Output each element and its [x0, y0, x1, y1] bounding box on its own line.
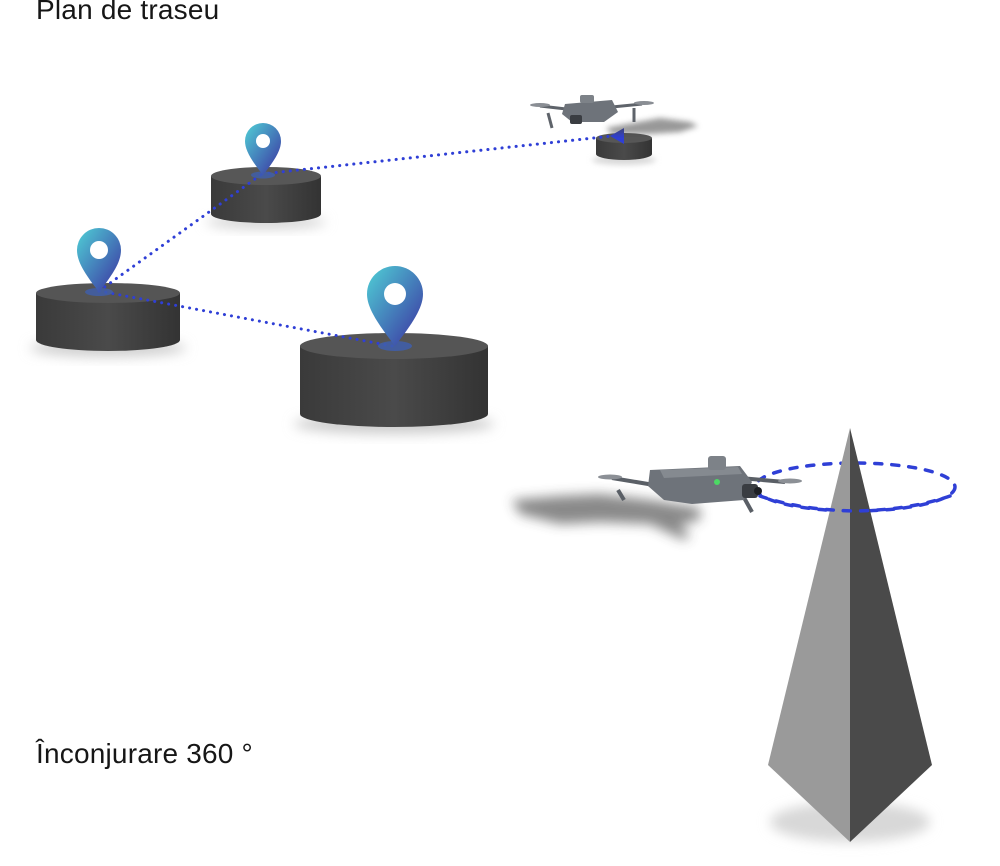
drone-shadow [512, 494, 700, 540]
orbit-360-title: Înconjurare 360 ° [36, 738, 253, 769]
location-pin-icon [367, 266, 423, 351]
drone-shadow [606, 118, 698, 134]
route-path [97, 134, 614, 348]
pedestal-top-middle [206, 167, 326, 229]
quadcopter-drone-icon [598, 456, 802, 513]
location-pin-icon [77, 228, 121, 296]
quadcopter-drone-icon [530, 95, 654, 129]
location-pin-icon [245, 123, 281, 179]
pyramid-monument [768, 428, 932, 842]
route-plan-title: Plan de traseu [36, 0, 220, 25]
